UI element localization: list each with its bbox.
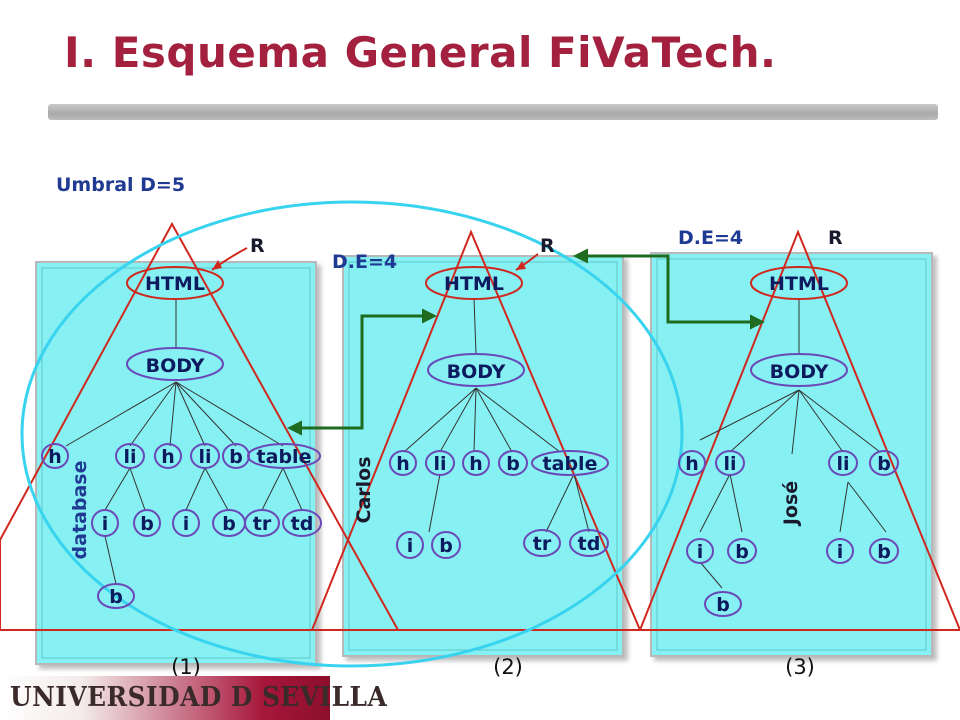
tree-3-node-li-1: li — [715, 450, 745, 476]
svg-text:li: li — [836, 453, 849, 475]
tree-1-root-marker: R — [250, 235, 265, 257]
comparison-arrow-1-2 — [287, 308, 437, 436]
svg-text:b: b — [439, 535, 453, 557]
tree-3-node-b-3: b — [869, 538, 899, 564]
svg-text:i: i — [183, 513, 190, 535]
threshold-label: Umbral D=5 — [56, 174, 186, 196]
tree-2-distance-label: D.E=4 — [332, 251, 397, 273]
svg-text:li: li — [123, 446, 136, 468]
svg-text:h: h — [48, 446, 62, 468]
svg-text:tr: tr — [253, 513, 272, 535]
svg-text:b: b — [735, 541, 749, 563]
tree-3-distance-label: D.E=4 — [678, 227, 743, 249]
tree-1: HTML BODY h li h li b table — [41, 235, 322, 609]
tree-3-node-b-1: b — [869, 450, 899, 476]
tree-1-node-body: BODY — [126, 347, 224, 381]
svg-text:b: b — [229, 446, 243, 468]
tree-1-node-li-2: li — [190, 443, 220, 469]
tree-1-number: (1) — [171, 655, 201, 679]
tree-2-root-marker: R — [540, 235, 555, 257]
tree-1-node-b-4: b — [97, 583, 135, 609]
tree-1-node-li-1: li — [115, 443, 145, 469]
tree-2-node-li: li — [425, 450, 455, 476]
depth-triangle-1 — [0, 221, 400, 631]
slide-title: I. Esquema General FiVaTech. — [64, 28, 777, 77]
tree-1-node-b-2: b — [133, 509, 161, 537]
svg-text:tr: tr — [533, 533, 552, 555]
tree-3-node-li-2: li — [828, 450, 858, 476]
tree-1-node-tr: tr — [244, 509, 280, 537]
tree-3-edges — [699, 298, 887, 589]
tree-1-node-i-1: i — [91, 509, 119, 537]
svg-text:BODY: BODY — [447, 361, 506, 383]
svg-text:h: h — [469, 453, 483, 475]
svg-text:b: b — [140, 513, 154, 535]
tree-1-vertical-label: database — [69, 461, 91, 560]
svg-text:li: li — [433, 453, 446, 475]
svg-text:BODY: BODY — [146, 355, 205, 377]
svg-text:i: i — [837, 541, 844, 563]
svg-text:table: table — [543, 453, 598, 475]
svg-text:td: td — [578, 533, 601, 555]
tree-3-node-i-1: i — [686, 538, 714, 564]
svg-text:li: li — [723, 453, 736, 475]
footer-band — [0, 676, 330, 720]
tree-1-edges — [65, 298, 303, 585]
tree-3-node-b-4: b — [704, 591, 742, 617]
svg-text:td: td — [291, 513, 314, 535]
comparison-arrow-2-3 — [573, 248, 765, 330]
tree-1-node-h-1: h — [41, 443, 69, 469]
svg-text:b: b — [506, 453, 520, 475]
university-logo: UNIVERSIDAD D SEVILLA — [10, 682, 388, 713]
tree-3-node-i-2: i — [826, 538, 854, 564]
tree-3-number: (3) — [785, 655, 815, 679]
tree-1-node-td: td — [282, 509, 322, 537]
svg-text:table: table — [257, 446, 312, 468]
tree-3: HTML BODY h li li b i b — [678, 227, 899, 617]
svg-text:i: i — [102, 513, 109, 535]
tree-2-node-tr: tr — [523, 529, 561, 557]
tree-1-node-h-2: h — [154, 443, 182, 469]
svg-text:b: b — [109, 586, 123, 608]
svg-text:b: b — [877, 453, 891, 475]
tree-1-node-table: table — [247, 443, 321, 469]
tree-3-node-body: BODY — [750, 353, 848, 387]
tree-2: HTML BODY h li h b table i — [332, 235, 609, 559]
tree-2-node-h-1: h — [389, 450, 417, 476]
tree-3-vertical-label: José — [780, 481, 802, 527]
tree-3-root-marker: R — [828, 227, 843, 249]
cluster-ellipse — [20, 200, 684, 668]
svg-text:h: h — [685, 453, 699, 475]
svg-text:li: li — [198, 446, 211, 468]
tree-2-edges — [403, 297, 590, 533]
tree-3-node-h: h — [678, 450, 706, 476]
tree-2-node-b-1: b — [498, 450, 528, 476]
svg-text:b: b — [222, 513, 236, 535]
svg-text:b: b — [877, 541, 891, 563]
svg-text:BODY: BODY — [770, 361, 829, 383]
svg-text:HTML: HTML — [444, 273, 504, 295]
depth-triangle-3 — [638, 229, 960, 631]
svg-text:b: b — [716, 594, 730, 616]
svg-text:HTML: HTML — [145, 273, 205, 295]
svg-text:i: i — [407, 535, 414, 557]
tree-2-node-td: td — [569, 529, 609, 557]
title-divider — [48, 104, 938, 120]
svg-text:h: h — [161, 446, 175, 468]
tree-2-node-table: table — [531, 450, 609, 476]
tree-2-number: (2) — [493, 655, 523, 679]
svg-text:i: i — [697, 541, 704, 563]
tree-1-node-html: HTML — [126, 266, 224, 300]
tree-2-node-html: HTML — [425, 266, 523, 300]
tree-1-node-i-2: i — [172, 509, 200, 537]
svg-text:HTML: HTML — [769, 273, 829, 295]
tree-panel-1 — [35, 261, 317, 665]
tree-2-vertical-label: Carlos — [353, 456, 375, 523]
tree-3-node-b-2: b — [727, 538, 757, 564]
tree-2-node-i: i — [396, 531, 424, 559]
tree-2-node-h-2: h — [462, 450, 490, 476]
svg-text:h: h — [396, 453, 410, 475]
tree-2-node-b-2: b — [431, 531, 461, 559]
